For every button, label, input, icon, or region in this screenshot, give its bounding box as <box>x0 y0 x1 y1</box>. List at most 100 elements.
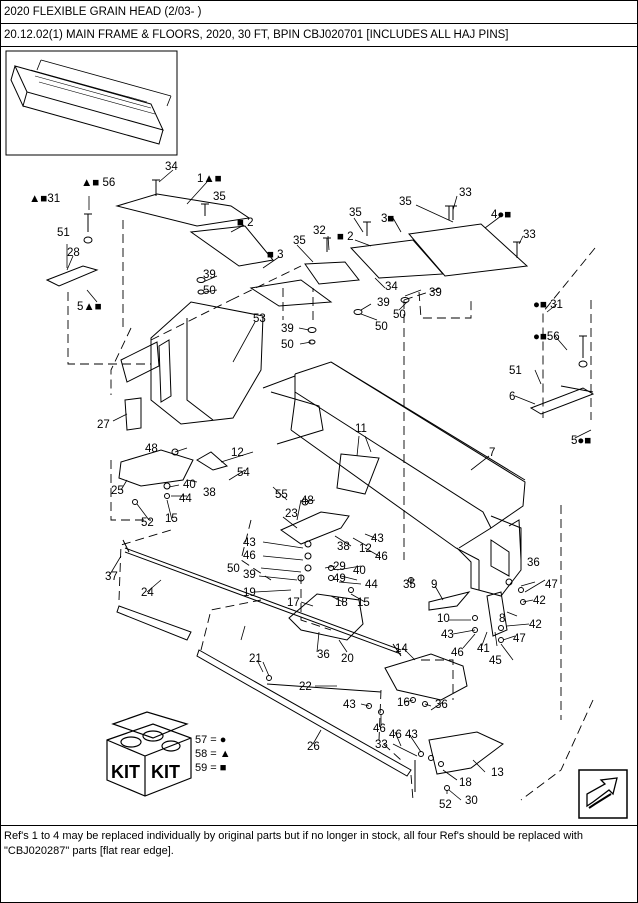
kit-box-illustration: KIT KIT <box>106 711 192 797</box>
callout-46: 46 <box>373 723 386 735</box>
callout-31: ●■ 31 <box>533 299 563 311</box>
callout-44: 44 <box>179 493 192 505</box>
callout-54: 54 <box>237 467 250 479</box>
callout-11: 11 <box>355 423 367 435</box>
callout-7: 7 <box>489 447 495 459</box>
callout-35: 35 <box>349 207 362 219</box>
callout-47: 47 <box>545 579 558 591</box>
callout-35: 35 <box>213 191 226 203</box>
floor-sheet-3c <box>349 239 445 279</box>
main-frame-beam <box>262 361 526 597</box>
callout-41: 41 <box>477 643 490 655</box>
callout-33: 33 <box>459 187 472 199</box>
page-title: 2020 FLEXIBLE GRAIN HEAD (2/03- ) <box>1 1 637 24</box>
kit-legend: 57 = ● 58 = ▲ 59 = ■ <box>195 734 231 774</box>
floor-sheet-2 <box>189 225 274 267</box>
callout-28: 28 <box>67 247 80 259</box>
pan-13 <box>428 731 504 775</box>
callout-15: 15 <box>165 513 178 525</box>
callout-10: 10 <box>437 613 450 625</box>
callout-32: 32 <box>313 225 326 237</box>
callout-49: 49 <box>333 573 346 585</box>
callout-20: 20 <box>341 653 354 665</box>
callout-42: 42 <box>533 595 546 607</box>
callout-36: 36 <box>317 649 330 661</box>
callout-15: 15 <box>357 597 370 609</box>
callout-50: 50 <box>375 321 388 333</box>
callout-23: 23 <box>285 508 298 520</box>
callout-labels: 34 1▲■ 35 ▲■ 56 ▲■31 ■ 2 35 3■ 35 33 4●■… <box>29 161 591 811</box>
pan-25 <box>118 449 194 487</box>
kit-legend-58: 58 = ▲ <box>195 748 231 760</box>
hardware-clusters <box>132 448 526 791</box>
callout-45: 45 <box>489 655 502 667</box>
callout-35: 35 <box>399 196 412 208</box>
callout-5: 5▲■ <box>77 301 102 313</box>
callout-52: 52 <box>439 799 452 811</box>
callout-39: 39 <box>377 297 390 309</box>
long-rods <box>116 539 416 792</box>
pan-11 <box>336 453 380 495</box>
callout-24: 24 <box>141 587 154 599</box>
callout-2: ■ 2 <box>337 231 354 243</box>
callout-26: 26 <box>307 741 320 753</box>
strip-26 <box>196 649 412 777</box>
footnote: Ref's 1 to 4 may be replaced individuall… <box>4 830 583 857</box>
callout-12: 12 <box>359 543 372 555</box>
callout-1: 1▲■ <box>197 173 222 185</box>
callout-42: 42 <box>529 619 542 631</box>
callout-46: 46 <box>451 647 464 659</box>
callout-5: 5●■ <box>571 435 591 447</box>
callout-29: 29 <box>333 561 346 573</box>
callout-56: ▲■ 56 <box>81 177 115 189</box>
callout-50: 50 <box>227 563 240 575</box>
left-end-panel <box>120 301 264 431</box>
callout-37: 37 <box>105 571 118 583</box>
strip-37 <box>116 605 192 641</box>
callout-48: 48 <box>145 443 158 455</box>
callout-39: 39 <box>281 323 294 335</box>
callout-43: 43 <box>441 629 454 641</box>
callout-43: 43 <box>343 699 356 711</box>
callout-35: 35 <box>403 579 416 591</box>
callout-36: 36 <box>527 557 540 569</box>
callout-43: 43 <box>405 729 418 741</box>
callout-22: 22 <box>299 681 312 693</box>
bracket-8 <box>486 591 508 637</box>
bracket-5-left <box>45 265 99 287</box>
callout-43: 43 <box>371 533 384 545</box>
callout-33: 33 <box>375 739 388 751</box>
callout-40: 40 <box>183 479 196 491</box>
bracket-5-right <box>529 387 595 415</box>
callout-39: 39 <box>203 269 216 281</box>
floor-sheet-3b <box>304 261 360 285</box>
callout-50: 50 <box>281 339 294 351</box>
callout-2: ■ 2 <box>237 217 254 229</box>
kit-legend-59: 59 = ■ <box>195 762 226 774</box>
callout-46: 46 <box>389 729 402 741</box>
callout-34: 34 <box>165 161 178 173</box>
floor-sheet-3a <box>249 279 333 307</box>
callout-25: 25 <box>111 485 124 497</box>
callout-53: 53 <box>253 313 266 325</box>
kit-label-front: KIT <box>111 762 140 782</box>
next-page-arrow-icon[interactable] <box>578 769 628 819</box>
callout-16: 16 <box>397 697 410 709</box>
callout-39: 39 <box>429 287 442 299</box>
floor-sheet-4 <box>408 223 529 277</box>
kit-label-side: KIT <box>151 762 180 782</box>
callout-50: 50 <box>393 309 406 321</box>
callout-38: 38 <box>203 487 216 499</box>
callout-47: 47 <box>513 633 526 645</box>
callout-33: 33 <box>523 229 536 241</box>
callout-36: 36 <box>435 699 448 711</box>
assembly-outlines <box>67 220 596 801</box>
callout-19: 19 <box>243 587 256 599</box>
callout-18: 18 <box>459 777 472 789</box>
rod-24 <box>124 547 402 655</box>
callout-9: 9 <box>431 579 437 591</box>
callout-51: 51 <box>509 365 522 377</box>
kit-legend-57: 57 = ● <box>195 734 226 746</box>
callout-13: 13 <box>491 767 504 779</box>
callout-35: 35 <box>293 235 306 247</box>
